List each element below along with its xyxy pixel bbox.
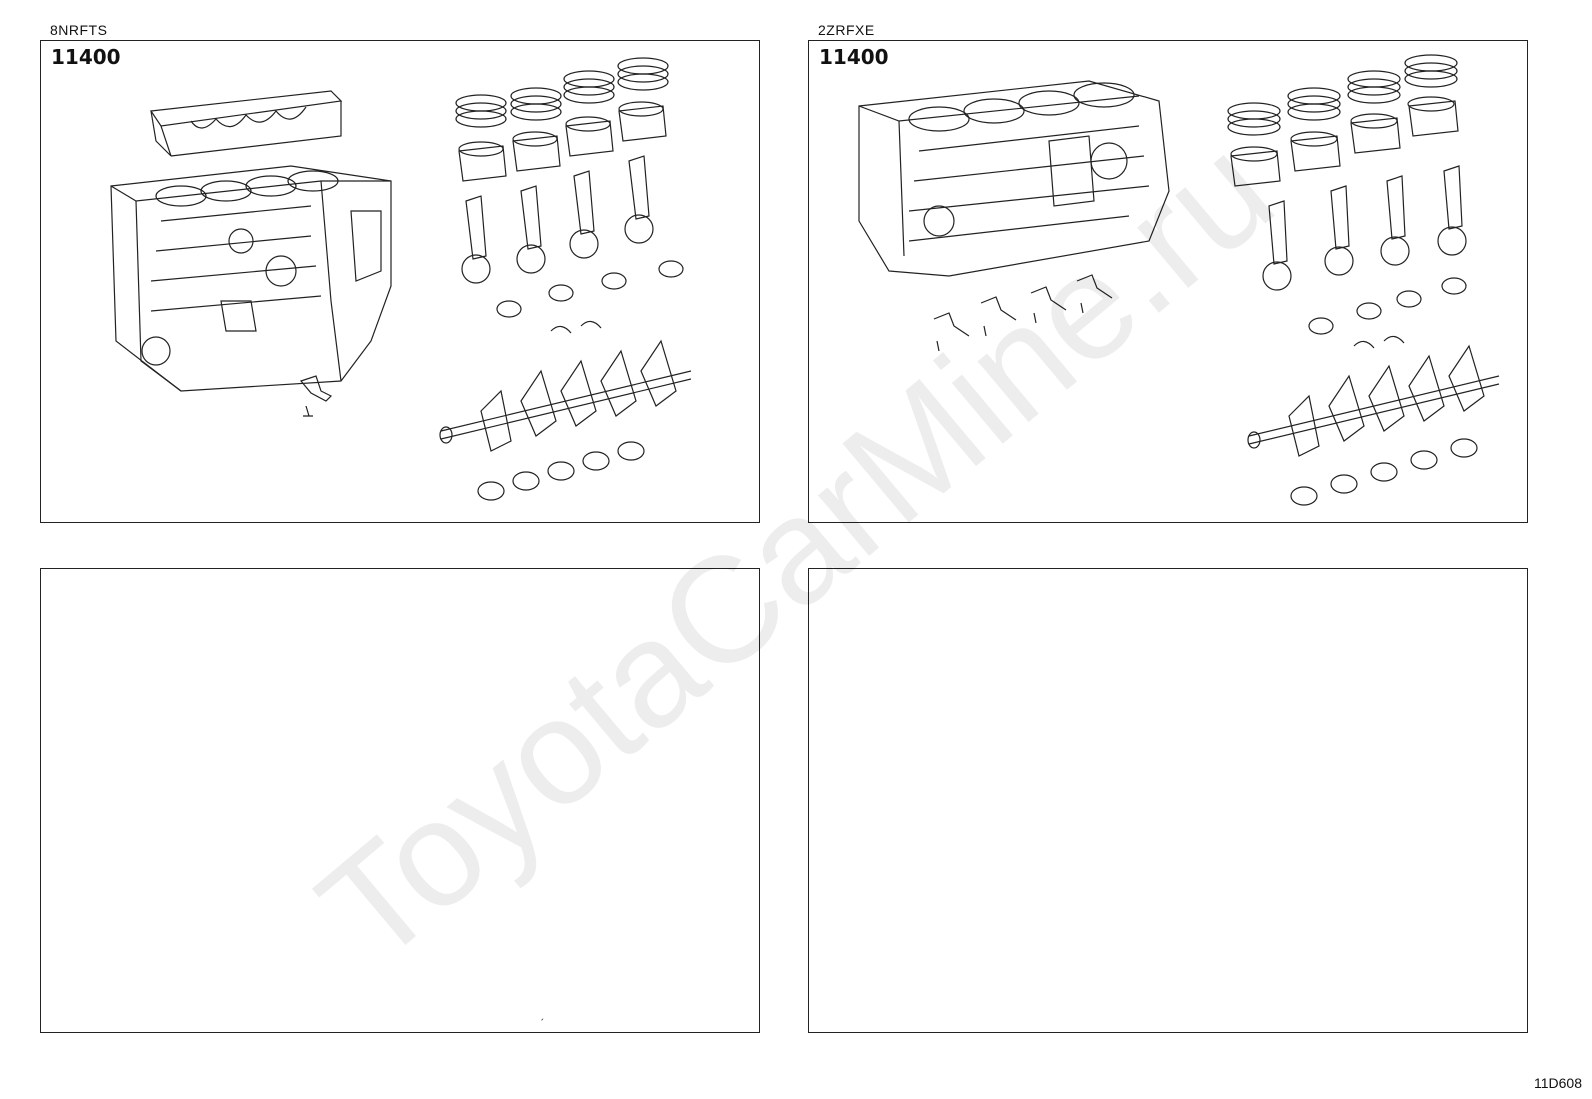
main-bearing-icon (1290, 438, 1478, 506)
connecting-rod-icon (1262, 165, 1467, 291)
thrust-washer-icon (1353, 335, 1405, 349)
empty-panel-bottom-left (40, 568, 760, 1033)
piston-ring-set-icon (455, 57, 669, 128)
crankshaft-icon (1247, 344, 1500, 457)
diagram-panel-8nrfts[interactable]: 11400 (40, 40, 760, 523)
engine-label-right: 2ZRFXE (818, 22, 875, 38)
short-block-illustration-left (110, 57, 692, 501)
piston-ring-set-icon (1227, 54, 1458, 136)
empty-panel-bottom-right (808, 568, 1528, 1033)
rod-bearing-icon (1308, 277, 1467, 335)
cylinder-block-icon (858, 80, 1170, 277)
stray-mark: ˏ (540, 1007, 544, 1021)
oil-jet-icon (933, 274, 1113, 352)
diagram-panel-2zrfxe[interactable]: 11400 (808, 40, 1528, 523)
engine-label-left: 8NRFTS (50, 22, 108, 38)
main-bearing-icon (477, 441, 645, 501)
water-jacket-spacer-icon (149, 90, 343, 157)
thrust-washer-icon (550, 320, 602, 334)
part-code-left[interactable]: 11400 (51, 45, 121, 69)
crankshaft-icon (439, 339, 692, 452)
page-code: 11D608 (1533, 1075, 1582, 1091)
rod-bearing-icon (496, 260, 684, 318)
connecting-rod-icon (461, 155, 654, 284)
piston-icon (458, 101, 667, 182)
short-block-illustration-right (858, 54, 1500, 506)
oil-jet-icon (299, 375, 333, 417)
part-code-right[interactable]: 11400 (819, 45, 889, 69)
piston-icon (1230, 96, 1459, 187)
cylinder-block-icon (110, 165, 392, 392)
